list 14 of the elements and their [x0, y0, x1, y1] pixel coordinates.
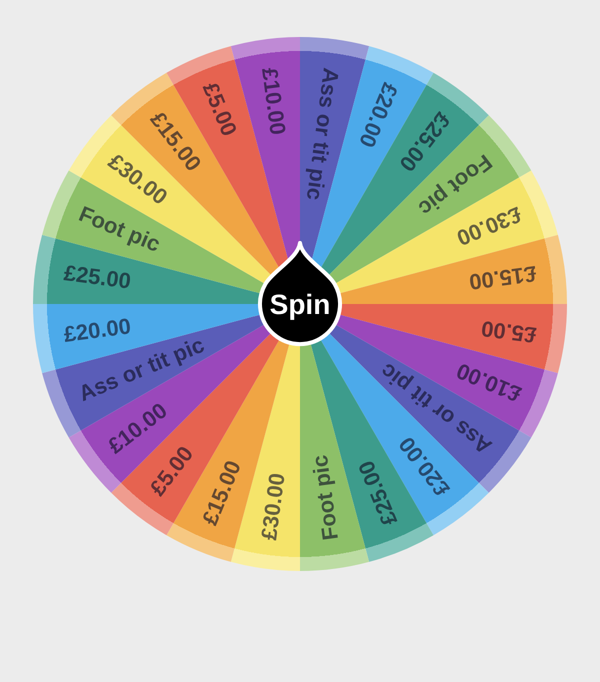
- segment-label: £20.00: [62, 314, 132, 347]
- segment-label: £25.00: [62, 261, 132, 294]
- segment-label: Foot pic: [76, 202, 164, 257]
- segment-label: Foot pic: [308, 454, 343, 542]
- segment-label: £5.00: [480, 316, 538, 347]
- segment-label: £20.00: [354, 80, 402, 151]
- segment-label: £15.00: [198, 457, 246, 528]
- spin-button: Spin: [256, 240, 344, 348]
- segment-label: Ass or tit pic: [302, 66, 343, 202]
- segment-label: £30.00: [257, 472, 290, 542]
- segment-label: £10.00: [257, 66, 290, 136]
- segment-label: £5.00: [198, 80, 242, 140]
- segment-label: £10.00: [453, 358, 524, 406]
- segment-label: £15.00: [468, 261, 538, 294]
